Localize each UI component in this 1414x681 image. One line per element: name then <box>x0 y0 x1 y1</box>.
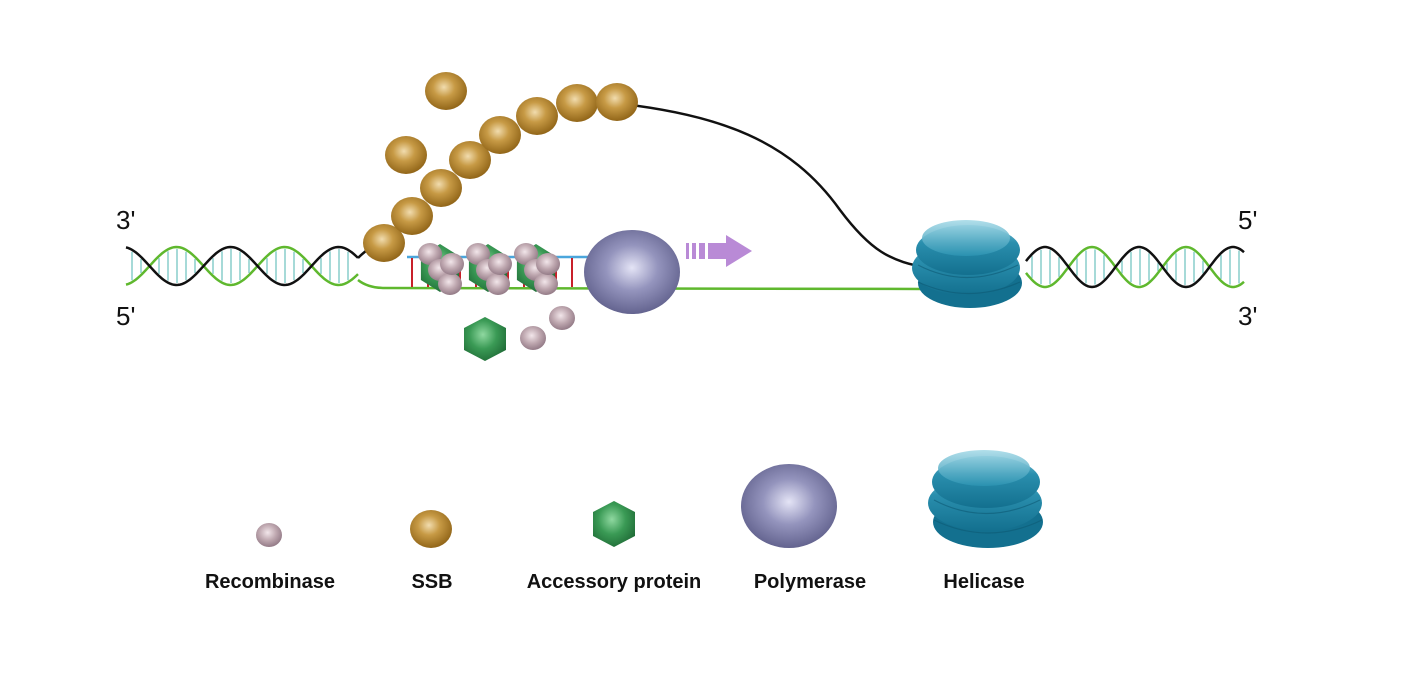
free-recombinase-1 <box>549 306 575 330</box>
legend-label-recombinase: Recombinase <box>205 571 335 593</box>
left-bottom-end-label: 5' <box>116 301 135 331</box>
ssb-protein <box>363 224 405 262</box>
legend-label-polymerase: Polymerase <box>754 571 866 593</box>
ssb-protein <box>596 83 638 121</box>
right-helix-green-strand <box>1025 245 1245 289</box>
right-top-end-label: 5' <box>1238 205 1257 235</box>
left-helix-green-strand <box>125 245 359 287</box>
displaced-strand-tail <box>614 101 931 270</box>
filament-recombinase <box>466 243 490 265</box>
filament-recombinase <box>418 243 442 265</box>
ssb-protein <box>516 97 558 135</box>
ssb-protein <box>420 169 462 207</box>
ssb-protein <box>449 141 491 179</box>
ssb-protein <box>556 84 598 122</box>
ssb-protein <box>385 136 427 174</box>
direction-arrow-icon <box>686 235 752 267</box>
legend-label-helicase: Helicase <box>943 571 1024 593</box>
filament-recombinase <box>440 253 464 275</box>
legend-label-accessory-protein: Accessory protein <box>527 571 702 593</box>
filament-recombinase <box>514 243 538 265</box>
polymerase-icon <box>741 464 837 548</box>
free-accessory-protein <box>464 317 506 361</box>
template-strand <box>357 279 926 291</box>
legend: Recombinase SSB Accessory protein Polyme… <box>205 450 1043 593</box>
left-top-end-label: 3' <box>116 205 135 235</box>
helicase <box>912 220 1022 308</box>
filament-recombinase <box>534 273 558 295</box>
right-helix-black-strand <box>1025 245 1245 289</box>
filament-recombinase <box>438 273 462 295</box>
polymerase <box>584 230 680 314</box>
filament-recombinase <box>486 273 510 295</box>
ssb-protein <box>391 197 433 235</box>
ssb-chain <box>363 72 638 262</box>
ssb-icon <box>410 510 452 548</box>
right-bottom-end-label: 3' <box>1238 301 1257 331</box>
right-double-helix <box>1025 245 1245 289</box>
recombinase-filament <box>418 243 560 295</box>
left-helix-black-strand <box>125 245 359 287</box>
left-double-helix <box>125 245 359 287</box>
left-helix-base-pairs <box>131 249 349 283</box>
accessory-protein-icon <box>593 501 635 547</box>
filament-recombinase <box>536 253 560 275</box>
legend-label-ssb: SSB <box>411 571 452 593</box>
filament-recombinase <box>488 253 512 275</box>
recombinase-icon <box>256 523 282 547</box>
helicase-icon <box>928 450 1043 548</box>
free-recombinase-2 <box>520 326 546 350</box>
ssb-protein <box>479 116 521 154</box>
ssb-protein <box>425 72 467 110</box>
right-helix-base-pairs <box>1031 249 1240 285</box>
